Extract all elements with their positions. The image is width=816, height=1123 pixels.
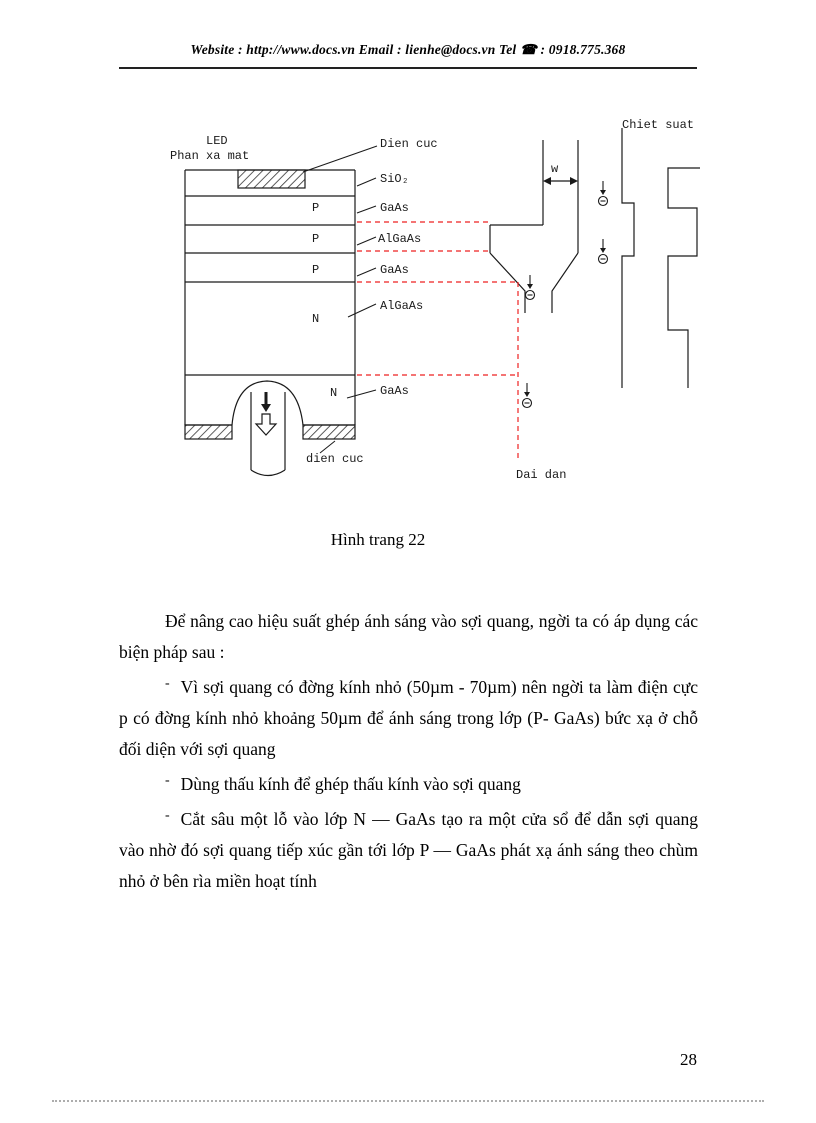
- layer-material-label: GaAs: [380, 263, 409, 277]
- electron-symbol: [524, 275, 536, 301]
- page-number: 28: [680, 1050, 697, 1069]
- fiber-well-arch: [231, 380, 304, 426]
- paragraph-text: Để nâng cao hiệu suất ghép ánh sáng vào …: [119, 611, 698, 662]
- paragraph-text: Dùng thấu kính để ghép thấu kính vào sợi…: [180, 774, 521, 794]
- width-dimension-arrow: [543, 177, 578, 185]
- dien-cuc-bottom-label: dien cuc: [306, 452, 364, 466]
- layer-region-label: P: [312, 232, 319, 246]
- body-text: Để nâng cao hiệu suất ghép ánh sáng vào …: [119, 606, 698, 897]
- refractive-index-profiles: [621, 128, 700, 388]
- optical-fiber: [250, 392, 286, 477]
- figure-caption: Hình trang 22: [330, 530, 426, 549]
- electron-symbol: [521, 383, 533, 409]
- dai-dan-label: Dai dan: [516, 468, 566, 482]
- paragraph: -Dùng thấu kính để ghép thấu kính vào sợ…: [119, 765, 698, 800]
- layer-region-label: N: [312, 312, 319, 326]
- layer-material-label: GaAs: [380, 201, 409, 215]
- light-emission-arrow: [254, 392, 278, 436]
- bullet-marker: -: [165, 676, 170, 691]
- electron-symbol: [597, 239, 609, 265]
- phan-xa-mat-label: Phan xa mat: [170, 149, 249, 163]
- paragraph: -Cắt sâu một lỗ vào lớp N — GaAs tạo ra …: [119, 800, 698, 897]
- layer-material-label: GaAs: [380, 384, 409, 398]
- layer-material-label: AlGaAs: [378, 232, 421, 246]
- electron-symbols: [521, 181, 609, 409]
- paragraph-text: Cắt sâu một lỗ vào lớp N — GaAs tạo ra m…: [119, 809, 698, 891]
- layer-material-label: AlGaAs: [380, 299, 423, 313]
- led-structure-diagram: Chiet suat LED Phan xa mat Dien cuc SiO₂…: [170, 118, 700, 482]
- chiet-suat-label: Chiet suat: [622, 118, 694, 132]
- layer-region-label: P: [312, 263, 319, 277]
- bottom-electrode-left-hatch: [184, 424, 233, 440]
- layer-region-label: N: [330, 386, 337, 400]
- bottom-electrode-right-hatch: [302, 424, 356, 440]
- paragraph: -Vì sợi quang có đờng kính nhỏ (50µm - 7…: [119, 668, 698, 765]
- top-electrode-hatch: [237, 169, 306, 189]
- bullet-marker: -: [165, 808, 170, 823]
- footer-dotted-rule: [52, 1100, 764, 1102]
- led-label: LED: [206, 134, 228, 148]
- width-symbol-label: w: [551, 162, 559, 176]
- paragraph: Để nâng cao hiệu suất ghép ánh sáng vào …: [119, 606, 698, 668]
- dien-cuc-top-label: Dien cuc: [380, 137, 438, 151]
- hollow-down-arrow: [254, 413, 278, 436]
- index-profile-right: [667, 167, 700, 388]
- paragraph-text: Vì sợi quang có đờng kính nhỏ (50µm - 70…: [119, 677, 698, 759]
- sio2-label: SiO₂: [380, 172, 409, 186]
- stripe-mesa-outline: [489, 140, 579, 313]
- leader-lines: [302, 145, 378, 454]
- layer-region-label: P: [312, 201, 319, 215]
- header-contact-line: Website : http://www.docs.vn Email : lie…: [190, 42, 626, 57]
- index-profile-left: [621, 128, 635, 388]
- page-header: Website : http://www.docs.vn Email : lie…: [119, 42, 697, 69]
- electron-symbol: [597, 181, 609, 207]
- active-layer-dashed-guides: [357, 221, 519, 462]
- bullet-marker: -: [165, 773, 170, 788]
